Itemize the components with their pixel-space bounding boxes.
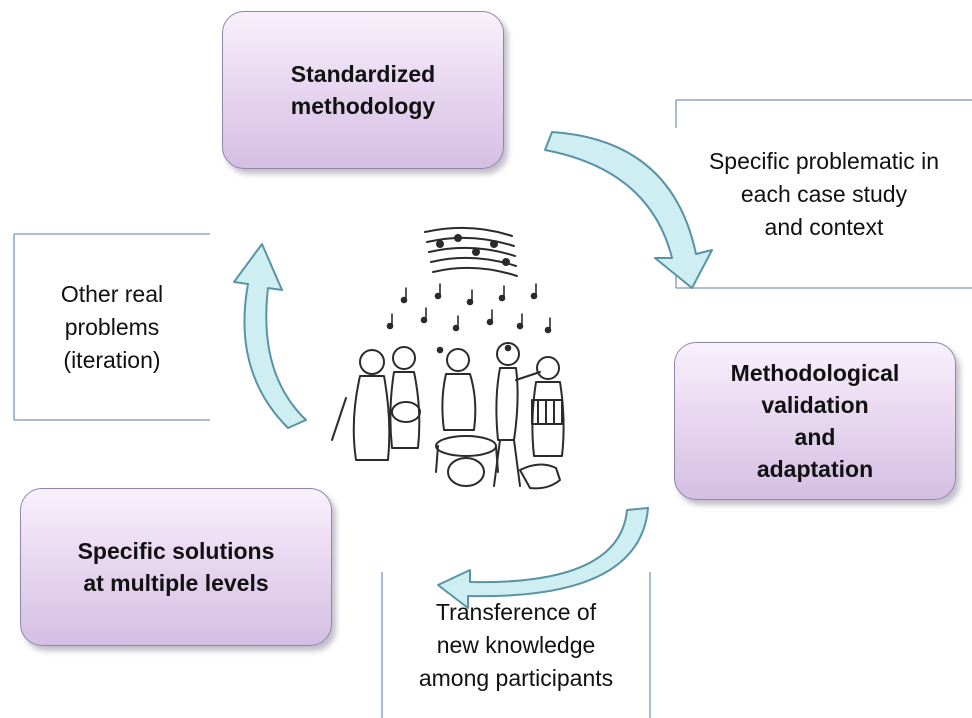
other-problems-note: Other real problems (iteration) bbox=[60, 280, 164, 373]
standardized-methodology-box: Standardized methodology bbox=[222, 11, 504, 169]
musicians-sketch bbox=[331, 226, 565, 490]
music-staff-icon bbox=[424, 226, 518, 277]
methodological-validation-box: Methodological validation and adaptation bbox=[674, 342, 956, 500]
note-bracket-other bbox=[13, 233, 210, 421]
curved-arrow-left bbox=[233, 243, 307, 429]
transference-knowledge-note: Transference of new knowledge among part… bbox=[418, 598, 614, 691]
specific-problematic-note: Specific problematic in each case study … bbox=[708, 147, 940, 240]
specific-solutions-box: Specific solutions at multiple levels bbox=[20, 488, 332, 646]
note-bracket-transfer bbox=[381, 572, 651, 718]
musician-figures-icon bbox=[331, 342, 565, 490]
floating-notes-icon bbox=[386, 283, 552, 354]
curved-arrow-top-right bbox=[544, 131, 713, 289]
curved-arrow-bottom-right bbox=[437, 507, 649, 609]
